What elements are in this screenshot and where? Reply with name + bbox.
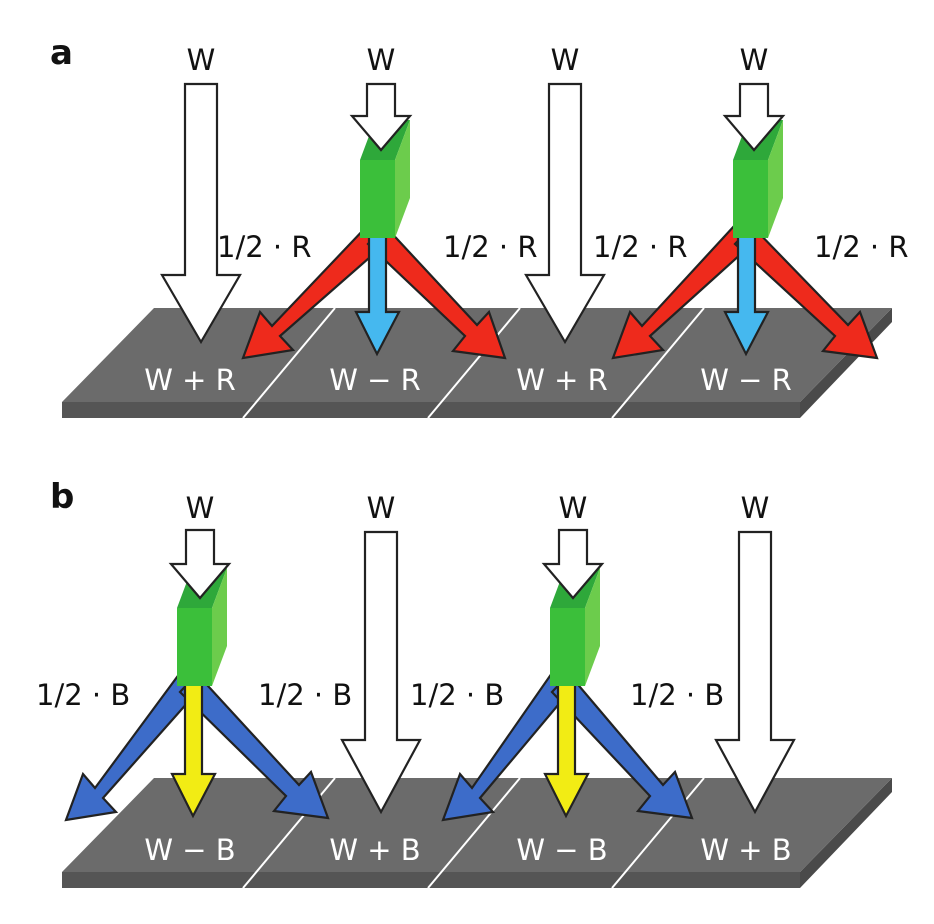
- incident-label: W: [367, 43, 396, 77]
- panel-a-cyan-arrow: [354, 234, 401, 357]
- panel-b-white-arrow: [340, 530, 422, 815]
- prism-front: [550, 608, 585, 686]
- pixel-label: W + B: [329, 833, 420, 867]
- split-label: 1/2 · B: [410, 678, 504, 712]
- split-label: 1/2 · R: [443, 230, 537, 264]
- incident-label: W: [559, 491, 588, 525]
- panel-a-white-arrow: [349, 82, 413, 152]
- panel-b-blue-arrow: [441, 671, 571, 822]
- panel-b-pixel-divider: [611, 777, 705, 889]
- incident-label: W: [187, 43, 216, 77]
- panel-b-prism: [177, 568, 227, 686]
- split-label: 1/2 · B: [630, 678, 724, 712]
- panel-b-yellow-arrow: [543, 682, 590, 819]
- incident-label: W: [741, 491, 770, 525]
- panel-b-label: b: [50, 477, 74, 517]
- prism-front: [733, 160, 768, 238]
- prism-front: [360, 160, 395, 238]
- split-label: 1/2 · R: [593, 230, 687, 264]
- panel-b-white-arrow: [541, 528, 605, 600]
- panel-a-prism: [733, 120, 783, 238]
- panel-b-plate-side: [800, 778, 892, 888]
- pixel-label: W + R: [516, 363, 608, 397]
- incident-label: W: [367, 491, 396, 525]
- incident-label: W: [186, 491, 215, 525]
- split-label: 1/2 · R: [217, 230, 311, 264]
- panel-b-pixel-divider: [427, 777, 521, 889]
- panel-a-pixel-divider: [427, 307, 521, 419]
- pixel-label: W − B: [516, 833, 607, 867]
- panel-a-red-arrow: [611, 223, 754, 360]
- panel-b-blue-arrow: [64, 671, 199, 822]
- incident-label: W: [551, 43, 580, 77]
- panel-a-pixel-divider: [242, 307, 336, 419]
- panel-b-white-arrow: [714, 530, 796, 815]
- prism-side: [585, 568, 600, 686]
- pixel-label: W + B: [700, 833, 791, 867]
- panel-a: a: [50, 33, 908, 419]
- panel-a-cyan-arrow: [723, 234, 770, 357]
- prism-side: [212, 568, 227, 686]
- panel-a-white-arrow: [524, 82, 606, 345]
- incident-label: W: [740, 43, 769, 77]
- pixel-label: W − R: [329, 363, 421, 397]
- split-label: 1/2 · B: [258, 678, 352, 712]
- panel-b-yellow-arrow: [170, 682, 217, 819]
- prism-side: [395, 120, 410, 238]
- panel-b: b: [36, 477, 892, 889]
- panel-a-white-arrow: [160, 82, 242, 345]
- panel-a-pixel-divider: [611, 307, 705, 419]
- split-label: 1/2 · B: [36, 678, 130, 712]
- prism-front: [177, 608, 212, 686]
- split-label: 1/2 · R: [814, 230, 908, 264]
- panel-b-white-arrow: [168, 528, 232, 600]
- pixel-label: W − R: [700, 363, 792, 397]
- panel-a-white-arrow: [722, 82, 786, 152]
- pixel-label: W + R: [144, 363, 236, 397]
- panel-a-label: a: [50, 33, 73, 73]
- panel-a-red-arrow: [241, 223, 387, 360]
- prism-side: [768, 120, 783, 238]
- pixel-label: W − B: [144, 833, 235, 867]
